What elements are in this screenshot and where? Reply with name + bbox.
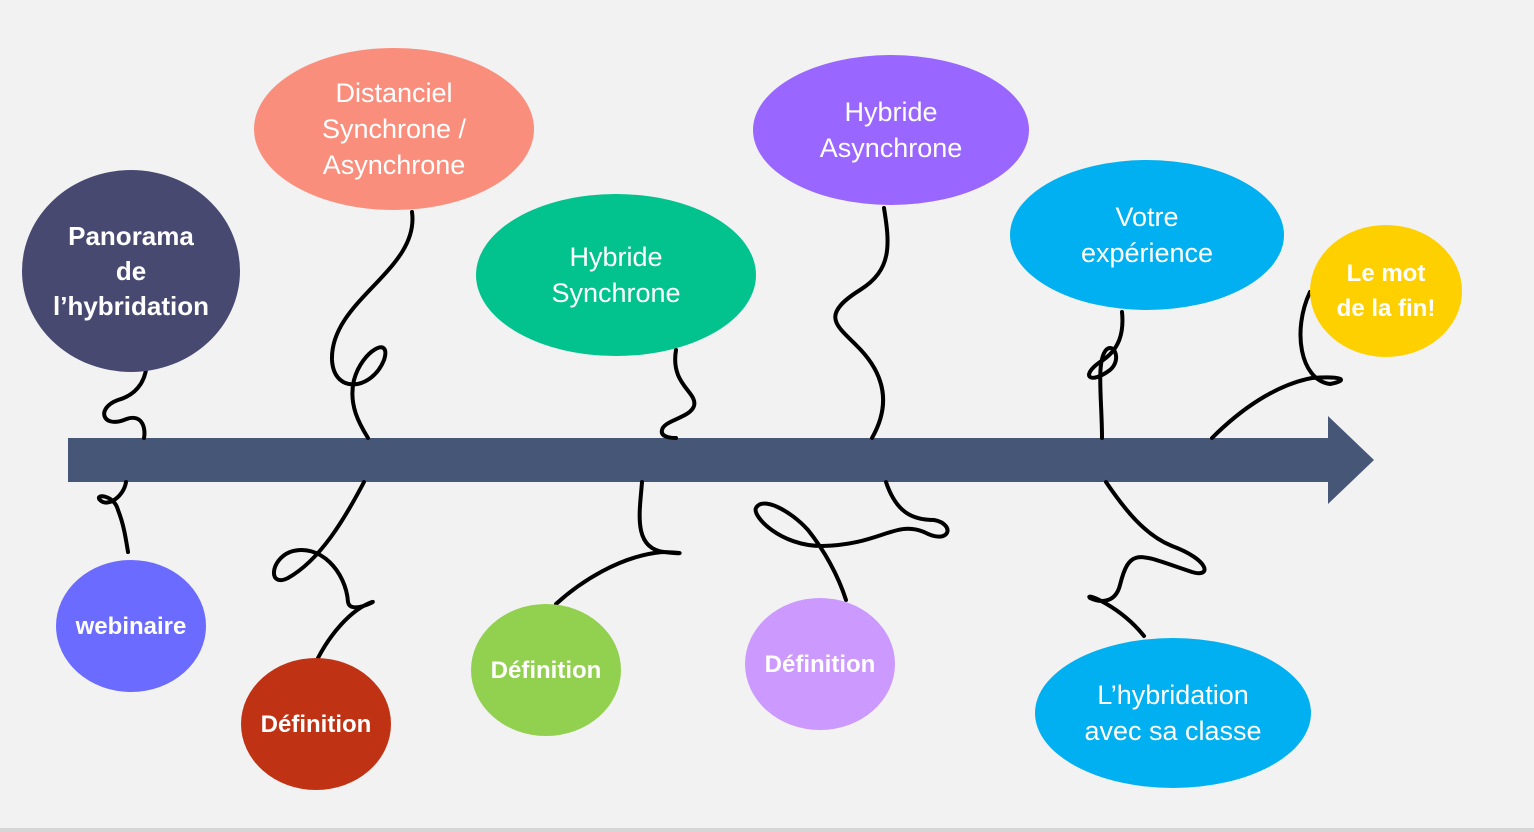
connector-hybride-asynchrone <box>833 206 890 440</box>
topic-hybridation-classe-bubble: L’hybridation avec sa classe <box>1035 638 1311 788</box>
topic-hybridation-classe-label: L’hybridation avec sa classe <box>1084 680 1262 746</box>
connector-panorama <box>102 350 149 440</box>
connector-distanciel <box>329 210 415 440</box>
topic-definition-2-bubble: Définition <box>471 604 621 736</box>
topic-hybride-asynchrone-label: Hybride Asynchrone <box>819 97 963 163</box>
topic-webinaire-label: webinaire <box>75 612 187 640</box>
topic-definition-1-label: Définition <box>260 710 372 738</box>
connector-webinaire <box>96 480 130 554</box>
topic-votre-experience-label: Votre expérience <box>1080 202 1214 268</box>
connector-definition-3 <box>753 480 950 602</box>
connector-mot-de-la-fin <box>1210 290 1344 440</box>
connector-definition-1 <box>272 480 375 660</box>
topic-mot-de-la-fin-label: Le mot de la fin! <box>1336 260 1436 322</box>
topic-webinaire-bubble: webinaire <box>56 560 206 692</box>
bottom-divider <box>0 828 1534 832</box>
topic-panorama-label: Panorama de l’hybridation <box>53 220 209 321</box>
topic-mot-de-la-fin-bubble: Le mot de la fin! <box>1310 225 1462 357</box>
topic-definition-2-label: Définition <box>490 656 602 684</box>
connector-definition-2 <box>554 480 682 606</box>
topic-panorama-bubble: Panorama de l’hybridation <box>22 170 240 372</box>
topic-distanciel-bubble: Distanciel Synchrone / Asynchrone <box>254 48 534 210</box>
topic-votre-experience-bubble: Votre expérience <box>1010 160 1284 310</box>
topic-hybride-synchrone-label: Hybride Synchrone <box>551 242 681 308</box>
timeline-arrow <box>68 416 1374 504</box>
connector-hybridation-classe <box>1087 480 1207 638</box>
topic-distanciel-label: Distanciel Synchrone / Asynchrone <box>321 78 467 180</box>
topic-definition-3-label: Définition <box>764 650 876 678</box>
topic-hybride-synchrone-bubble: Hybride Synchrone <box>476 194 756 356</box>
topic-hybride-asynchrone-bubble: Hybride Asynchrone <box>753 55 1029 205</box>
topic-definition-3-bubble: Définition <box>745 598 895 730</box>
topic-definition-1-bubble: Définition <box>241 658 391 790</box>
connector-hybride-synchrone <box>659 348 697 440</box>
connector-votre-experience <box>1087 310 1125 440</box>
